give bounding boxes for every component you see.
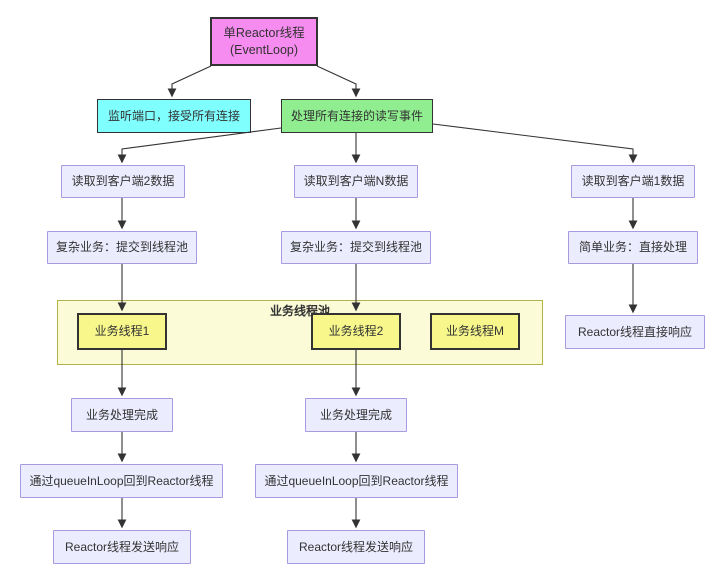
node-read-client2-data: 读取到客户端2数据 <box>61 165 185 198</box>
node-complex-business-mid: 复杂业务：提交到线程池 <box>281 231 431 264</box>
node-reactor-direct-response: Reactor线程直接响应 <box>565 315 705 349</box>
node-reactor-send-response-left: Reactor线程发送响应 <box>53 530 191 564</box>
node-complex-business-left: 复杂业务：提交到线程池 <box>47 231 197 264</box>
node-business-done-mid: 业务处理完成 <box>305 398 407 432</box>
node-single-reactor-thread: 单Reactor线程 (EventLoop) <box>210 17 318 66</box>
edge-reactor-to-handle <box>316 65 361 98</box>
edge-reactor-to-listen <box>167 65 212 98</box>
node-single-reactor-thread-line2: (EventLoop) <box>229 42 299 57</box>
node-queueinloop-back-left: 通过queueInLoop回到Reactor线程 <box>20 464 223 498</box>
node-read-client1-data: 读取到客户端1数据 <box>571 165 695 198</box>
node-business-thread-M: 业务线程M <box>430 313 520 350</box>
node-read-clientN-data: 读取到客户端N数据 <box>294 165 418 198</box>
node-business-done-left: 业务处理完成 <box>71 398 173 432</box>
edge-handle-to-read2 <box>117 127 282 164</box>
node-queueinloop-back-mid: 通过queueInLoop回到Reactor线程 <box>255 464 458 498</box>
node-business-thread-2: 业务线程2 <box>311 313 401 350</box>
node-handle-read-write-events: 处理所有连接的读写事件 <box>281 99 433 133</box>
edge-handle-to-read1 <box>432 123 638 164</box>
node-business-thread-1: 业务线程1 <box>77 313 167 350</box>
node-simple-business-direct: 简单业务：直接处理 <box>568 231 698 264</box>
node-single-reactor-thread-line1: 单Reactor线程 <box>223 25 305 40</box>
node-reactor-send-response-mid: Reactor线程发送响应 <box>287 530 425 564</box>
node-listen-port-accept-connections: 监听端口，接受所有连接 <box>97 99 251 133</box>
